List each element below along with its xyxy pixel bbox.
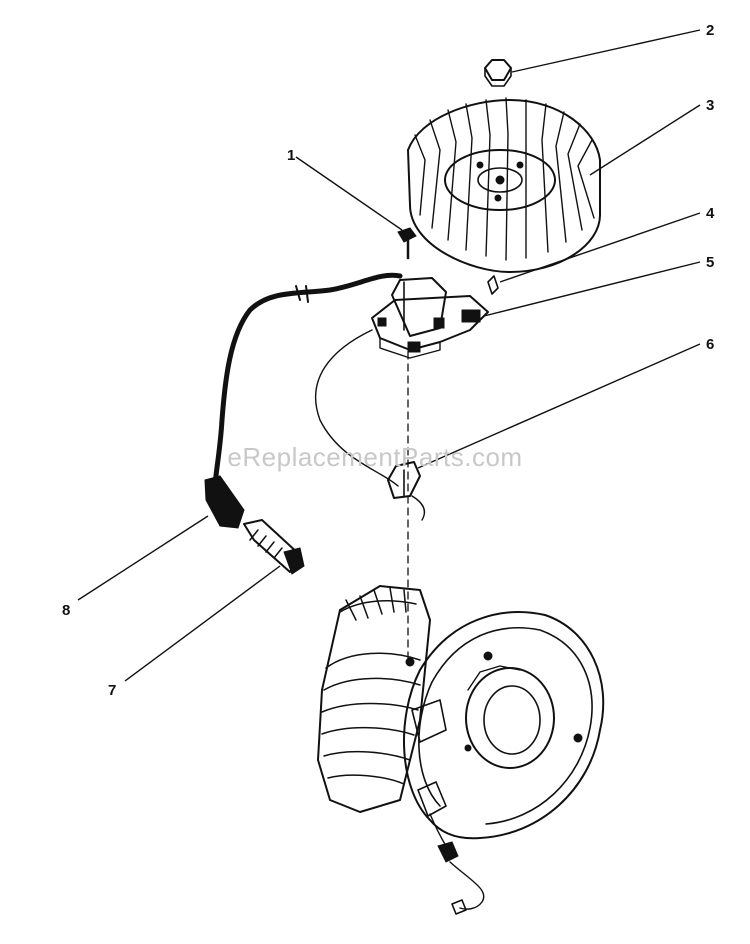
leader-4 (499, 212, 701, 283)
leader-2 (511, 29, 701, 73)
leader-6 (417, 343, 701, 469)
leader-3 (589, 104, 701, 176)
screw-drawing (397, 227, 417, 260)
callout-4: 4 (706, 205, 715, 222)
leader-8 (77, 515, 209, 601)
callout-7: 7 (108, 682, 116, 699)
leader-5 (483, 261, 701, 317)
callout-8: 8 (62, 602, 70, 619)
callout-1: 1 (287, 147, 295, 164)
callout-5: 5 (706, 254, 714, 271)
watermark: eReplacementParts.com (227, 442, 523, 472)
spark-plug-wire-drawing (204, 272, 403, 529)
nut-drawing (484, 59, 512, 87)
wire-clip-drawing (387, 461, 426, 521)
callout-2: 2 (706, 22, 714, 39)
leader-7 (124, 565, 281, 682)
key-drawing (487, 275, 499, 295)
ignition-module-drawing (371, 277, 489, 359)
leader-1 (295, 156, 403, 231)
leader-lines (77, 29, 701, 682)
engine-block-drawing (317, 585, 605, 915)
part-callouts: 1 2 3 4 5 6 7 8 (62, 22, 715, 699)
callout-3: 3 (706, 97, 714, 114)
flywheel-drawing (407, 97, 601, 273)
spark-plug-drawing (243, 519, 305, 575)
callout-6: 6 (706, 336, 714, 353)
